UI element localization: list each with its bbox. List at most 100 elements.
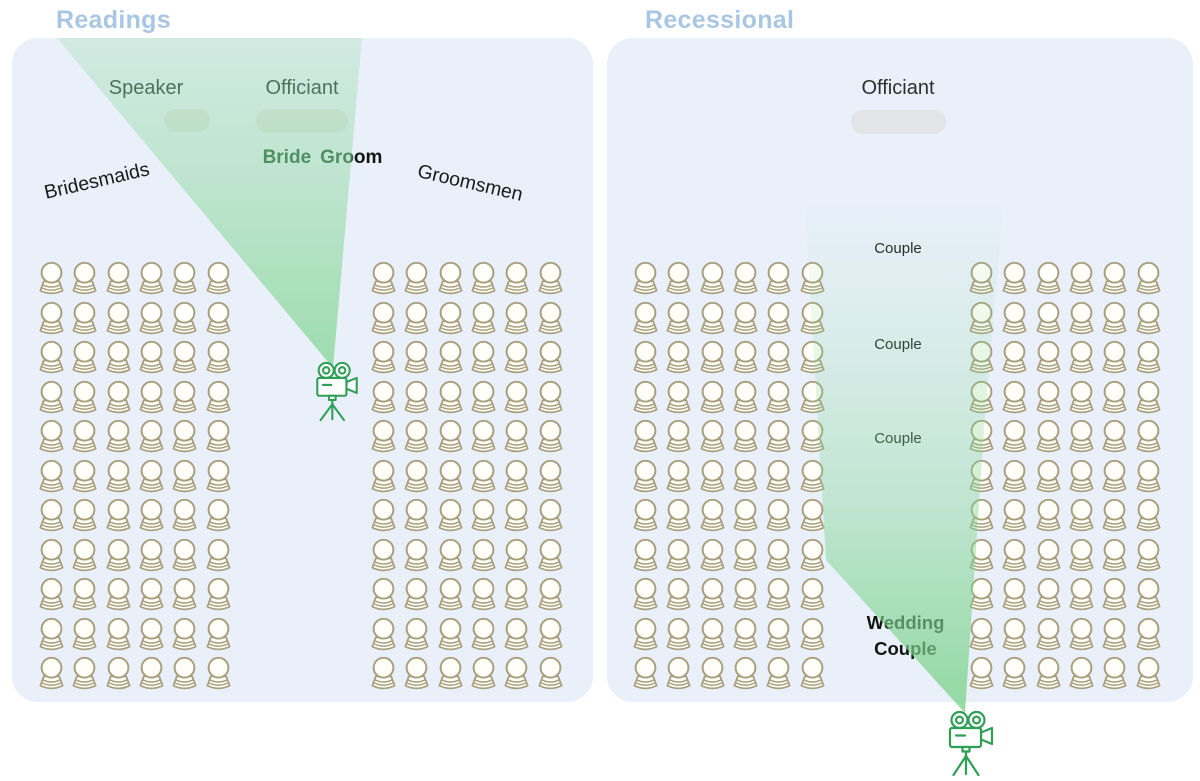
guest-seat-icon bbox=[203, 419, 234, 455]
guest-seat-icon bbox=[169, 656, 200, 692]
guest-seat-icon bbox=[1099, 656, 1130, 692]
guest-seat-icon bbox=[401, 498, 432, 534]
guest-seat-icon bbox=[169, 577, 200, 613]
guest-seat-icon bbox=[630, 301, 661, 337]
guest-seat-icon bbox=[535, 301, 566, 337]
guest-seat-icon bbox=[501, 340, 532, 376]
guest-seat-icon bbox=[401, 577, 432, 613]
guest-seat-icon bbox=[966, 419, 997, 455]
guest-seat-icon bbox=[1066, 459, 1097, 495]
guest-seat-icon bbox=[1133, 380, 1164, 416]
guest-seat-icon bbox=[401, 459, 432, 495]
guest-seat-icon bbox=[1099, 459, 1130, 495]
video-camera-icon-readings bbox=[312, 361, 362, 423]
guest-seat-icon bbox=[36, 380, 67, 416]
guest-seat-icon bbox=[468, 498, 499, 534]
guest-seat-icon bbox=[1033, 301, 1064, 337]
guest-seat-icon bbox=[169, 340, 200, 376]
guest-seat-icon bbox=[103, 538, 134, 574]
guest-seat-icon bbox=[535, 498, 566, 534]
guest-seat-icon bbox=[730, 419, 761, 455]
guest-seat-icon bbox=[368, 498, 399, 534]
guest-seat-icon bbox=[730, 538, 761, 574]
guest-seat-icon bbox=[535, 617, 566, 653]
guest-seat-icon bbox=[468, 538, 499, 574]
guest-seat-icon bbox=[401, 340, 432, 376]
guest-seat-icon bbox=[535, 656, 566, 692]
guest-seat-icon bbox=[468, 656, 499, 692]
guest-seat-icon bbox=[1033, 656, 1064, 692]
guest-seat-icon bbox=[103, 340, 134, 376]
guest-seat-icon bbox=[36, 340, 67, 376]
guest-seat-icon bbox=[136, 380, 167, 416]
guest-seat-icon bbox=[966, 380, 997, 416]
guest-seat-icon bbox=[630, 340, 661, 376]
guest-seat-icon bbox=[730, 577, 761, 613]
guest-seat-icon bbox=[966, 459, 997, 495]
guest-seat-icon bbox=[203, 380, 234, 416]
guest-seat-icon bbox=[501, 261, 532, 297]
guest-seat-icon bbox=[730, 380, 761, 416]
guest-seat-icon bbox=[1066, 538, 1097, 574]
guest-seat-icon bbox=[501, 498, 532, 534]
guest-seat-icon bbox=[1099, 419, 1130, 455]
guest-seat-icon bbox=[1099, 577, 1130, 613]
guest-seat-icon bbox=[136, 577, 167, 613]
guest-seat-icon bbox=[1066, 656, 1097, 692]
guest-seat-icon bbox=[697, 261, 728, 297]
guest-seat-icon bbox=[1033, 340, 1064, 376]
guest-seat-icon bbox=[966, 301, 997, 337]
guest-seat-icon bbox=[103, 459, 134, 495]
guest-seat-icon bbox=[535, 261, 566, 297]
guest-seat-icon bbox=[966, 577, 997, 613]
guest-seat-icon bbox=[1066, 261, 1097, 297]
guest-seat-icon bbox=[1066, 577, 1097, 613]
guest-seat-icon bbox=[368, 261, 399, 297]
guest-seat-icon bbox=[535, 538, 566, 574]
guest-seat-icon bbox=[966, 498, 997, 534]
guest-seat-icon bbox=[501, 656, 532, 692]
guest-seat-icon bbox=[535, 419, 566, 455]
guest-seat-icon bbox=[763, 301, 794, 337]
recessional-title: Recessional bbox=[645, 6, 795, 34]
guest-seat-icon bbox=[136, 538, 167, 574]
guest-seat-icon bbox=[697, 380, 728, 416]
officiant-position-pill-readings bbox=[256, 109, 348, 133]
guest-seat-icon bbox=[1066, 380, 1097, 416]
guest-seat-icon bbox=[435, 459, 466, 495]
guest-seat-icon bbox=[69, 577, 100, 613]
guest-seat-icon bbox=[663, 577, 694, 613]
guest-seat-icon bbox=[203, 340, 234, 376]
guest-seat-icon bbox=[169, 538, 200, 574]
guest-seat-icon bbox=[401, 380, 432, 416]
guest-seat-icon bbox=[203, 301, 234, 337]
guest-seat-icon bbox=[435, 538, 466, 574]
guest-seat-icon bbox=[401, 301, 432, 337]
guest-seat-icon bbox=[1066, 419, 1097, 455]
guest-seat-icon bbox=[797, 261, 828, 297]
guest-seat-icon bbox=[36, 301, 67, 337]
guest-seat-icon bbox=[730, 617, 761, 653]
guest-seat-icon bbox=[966, 340, 997, 376]
guest-seat-icon bbox=[663, 656, 694, 692]
guest-seat-icon bbox=[797, 459, 828, 495]
guest-seat-icon bbox=[966, 538, 997, 574]
guest-seat-icon bbox=[36, 656, 67, 692]
guest-seat-icon bbox=[368, 340, 399, 376]
guest-seat-icon bbox=[797, 617, 828, 653]
guest-seat-icon bbox=[663, 301, 694, 337]
guest-seat-icon bbox=[763, 340, 794, 376]
guest-seat-icon bbox=[203, 459, 234, 495]
guest-seat-icon bbox=[797, 301, 828, 337]
couple-path-label-2: Couple bbox=[874, 336, 922, 353]
guest-seat-icon bbox=[368, 617, 399, 653]
guest-seat-icon bbox=[401, 419, 432, 455]
guest-seat-icon bbox=[1033, 498, 1064, 534]
guest-seat-icon bbox=[103, 656, 134, 692]
guest-seat-icon bbox=[797, 419, 828, 455]
guest-seat-icon bbox=[468, 301, 499, 337]
guest-seat-icon bbox=[663, 419, 694, 455]
guest-seat-icon bbox=[730, 498, 761, 534]
guest-seat-icon bbox=[501, 617, 532, 653]
